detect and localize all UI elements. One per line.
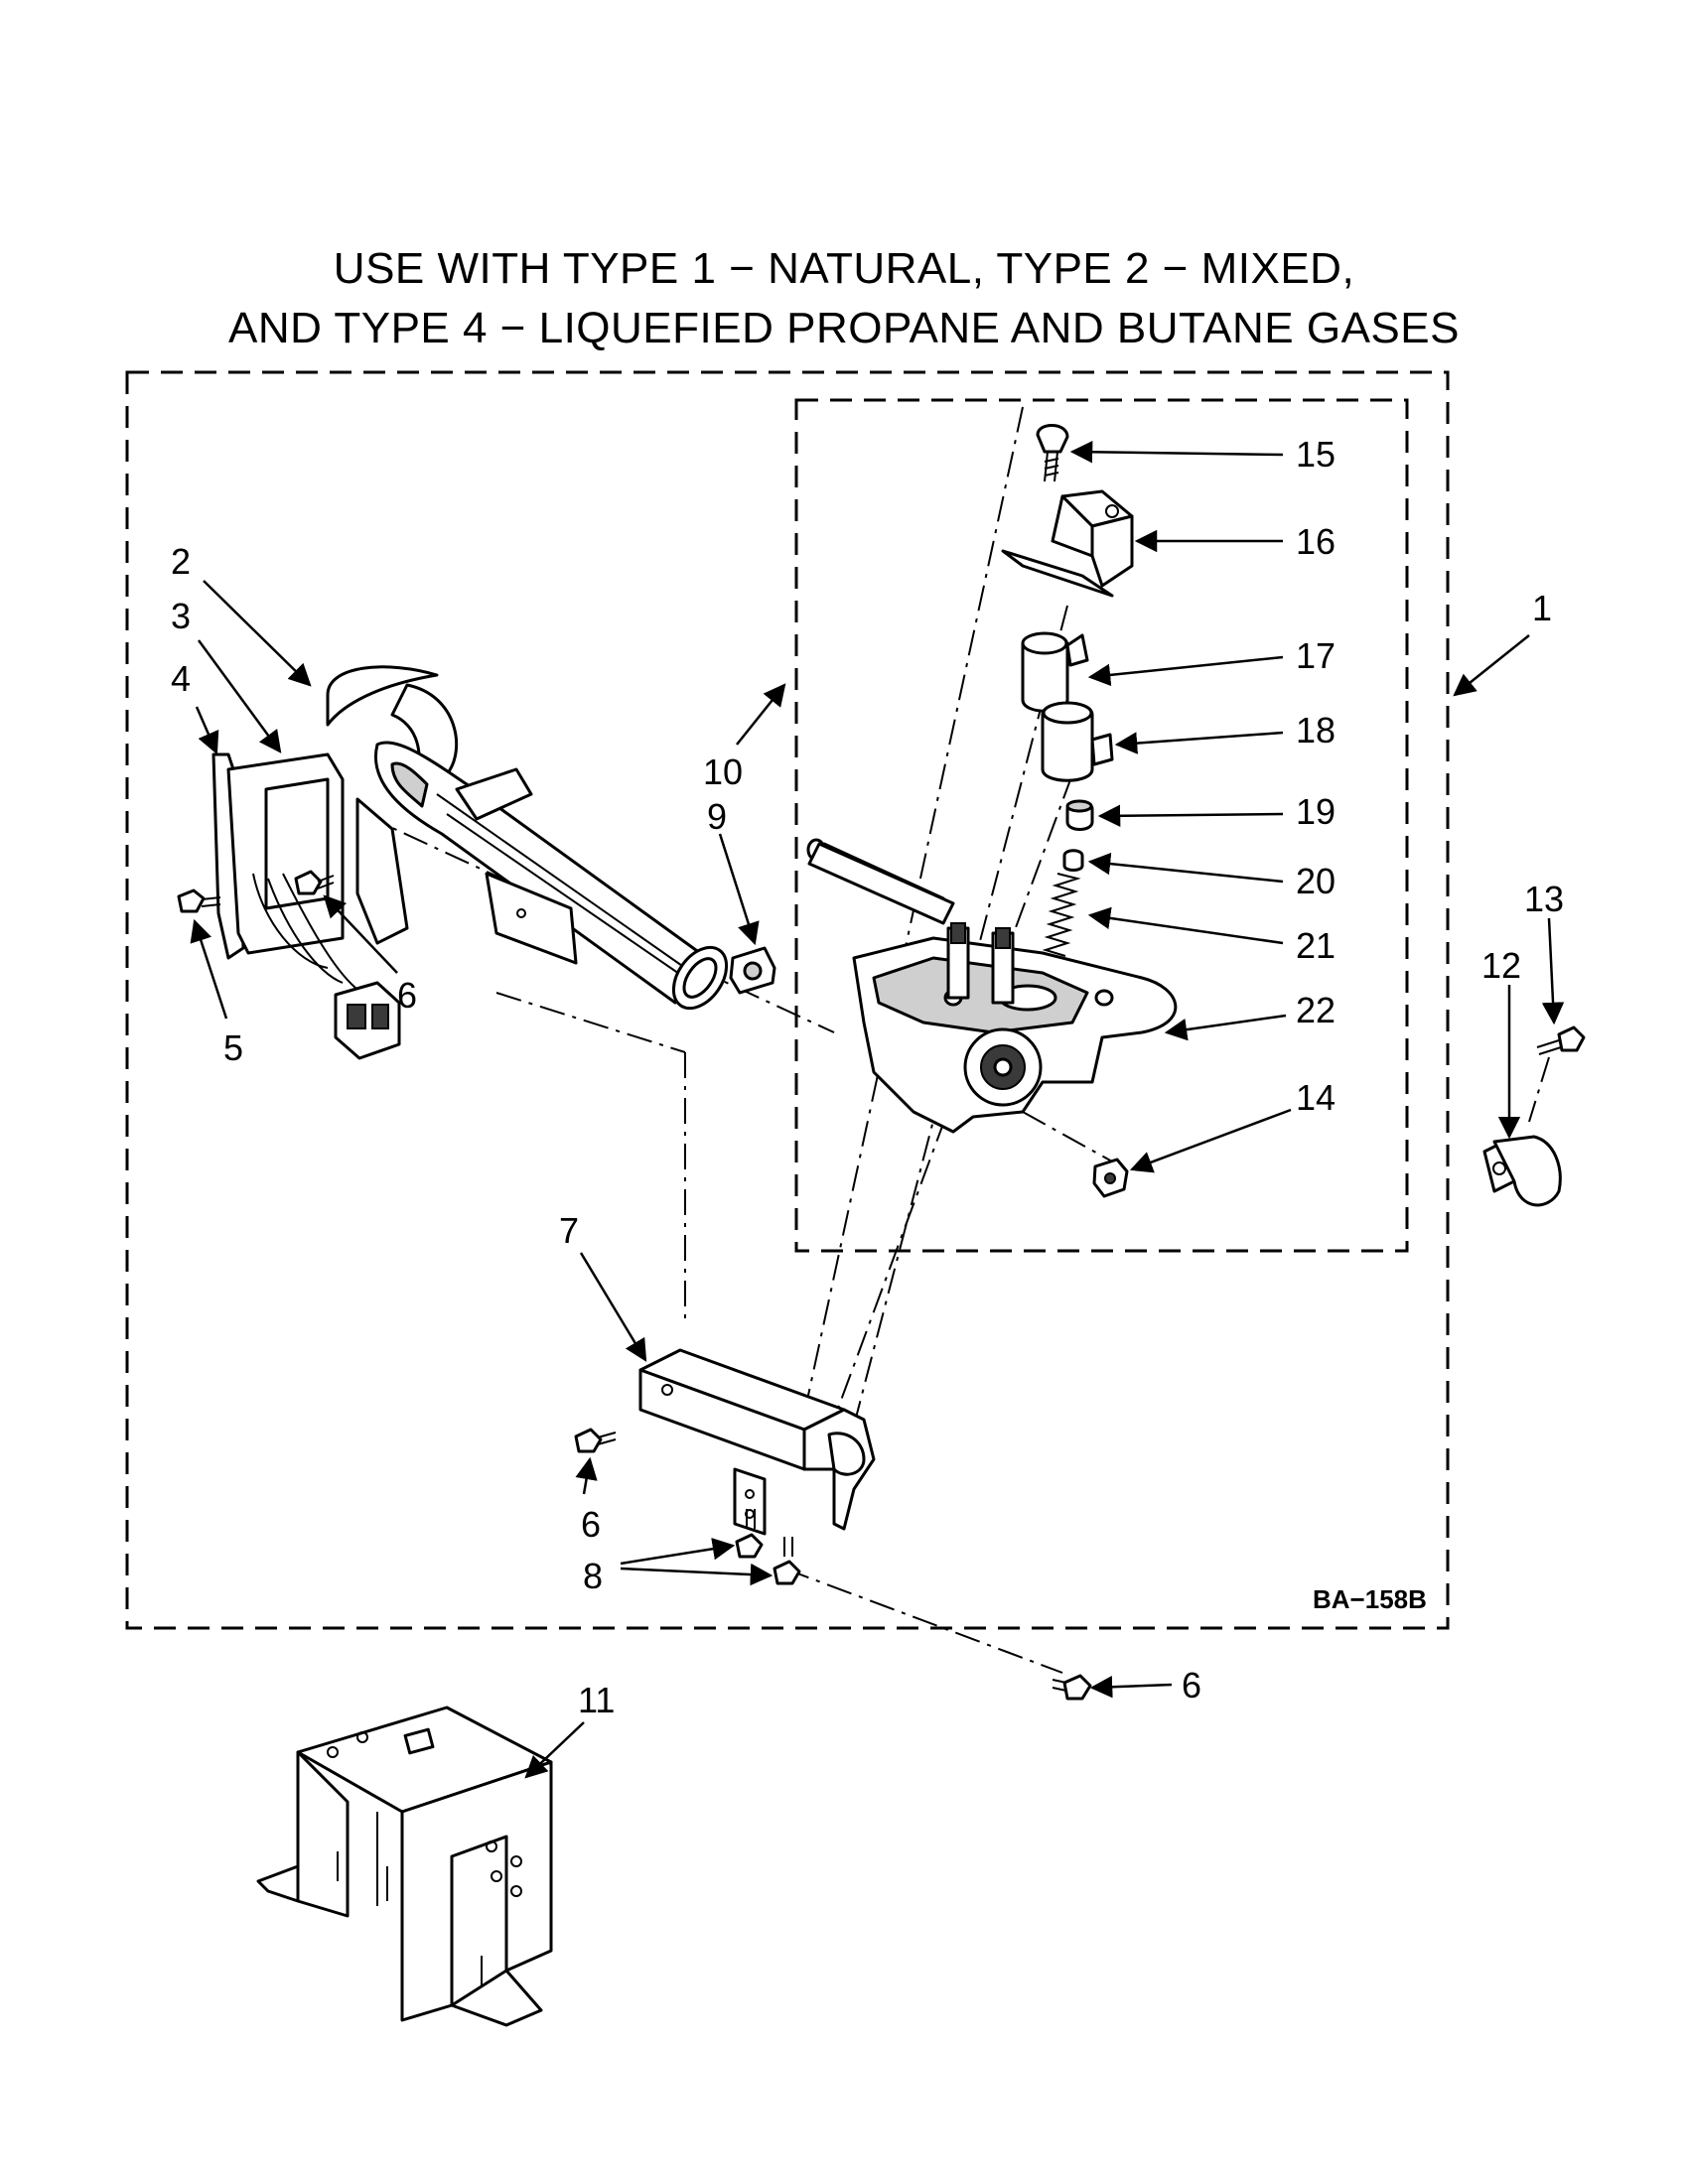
callout-19: 19: [1296, 791, 1336, 832]
plunger-cap: [1065, 799, 1094, 831]
callout-8: 8: [583, 1556, 603, 1596]
callout-1: 1: [1532, 588, 1552, 628]
plunger-spring: [1042, 873, 1081, 957]
burner-bracket: [485, 872, 578, 965]
screw-6-valve-bracket: [574, 1428, 617, 1453]
callout-18: 18: [1296, 710, 1336, 751]
valve-mounting-bracket: [638, 1348, 876, 1536]
assembly-boundary-outer: [125, 370, 1450, 1630]
leader-lines: [190, 441, 1565, 1779]
diagram-code: BA−158B: [1313, 1584, 1427, 1614]
callout-6-outside: 6: [1182, 1665, 1201, 1706]
burner-tube: [326, 665, 729, 1011]
callout-6-valve-bracket: 6: [581, 1504, 601, 1545]
screw-6-left: [177, 888, 221, 913]
flame-sensor-clip: [1482, 1135, 1562, 1207]
gas-inlet-pipe: [807, 842, 955, 925]
callout-15: 15: [1296, 434, 1336, 475]
callout-13: 13: [1524, 879, 1564, 919]
coil-cover-bracket: [1001, 489, 1134, 598]
callout-22: 22: [1296, 990, 1336, 1030]
valve-support-bracket: [256, 1706, 553, 2027]
plunger: [1062, 849, 1084, 872]
callout-17: 17: [1296, 635, 1336, 676]
diagram-title-line-2: AND TYPE 4 − LIQUEFIED PROPANE AND BUTAN…: [228, 304, 1460, 352]
screw-13: [1536, 1025, 1586, 1055]
igniter-bracket: [211, 752, 409, 989]
valve-coil-18: [1041, 701, 1114, 782]
screw-8-upper: [735, 1509, 764, 1559]
callout-21: 21: [1296, 925, 1336, 966]
callout-7: 7: [559, 1210, 579, 1251]
callout-numbers: 1 2 3 4 5 6 6 6 6 7 8 9 10 11 12 13 14 1…: [171, 434, 1564, 1720]
callout-2: 2: [171, 541, 191, 582]
screw-6-bracket: [294, 870, 335, 895]
callout-10: 10: [703, 751, 743, 792]
valve-coil-17: [1021, 631, 1089, 713]
valve-connector: [1092, 1158, 1129, 1198]
callout-20: 20: [1296, 861, 1336, 901]
screw-6-outside: [1052, 1674, 1092, 1701]
screw-15: [1036, 424, 1069, 482]
assembly-boundary-valve: [794, 398, 1409, 1253]
callout-9: 9: [707, 796, 727, 837]
callout-5: 5: [223, 1027, 243, 1068]
callout-11: 11: [578, 1680, 615, 1720]
callout-3: 3: [171, 596, 191, 636]
diagram-title-line-1: USE WITH TYPE 1 − NATURAL, TYPE 2 − MIXE…: [333, 244, 1355, 293]
callout-12: 12: [1481, 945, 1521, 986]
igniter-connector: [334, 981, 401, 1060]
callout-14: 14: [1296, 1077, 1336, 1118]
screw-8-lower: [773, 1537, 801, 1585]
callout-6-bracket: 6: [397, 975, 417, 1016]
callout-16: 16: [1296, 521, 1336, 562]
callout-4: 4: [171, 658, 191, 699]
burner-orifice: [729, 946, 776, 995]
